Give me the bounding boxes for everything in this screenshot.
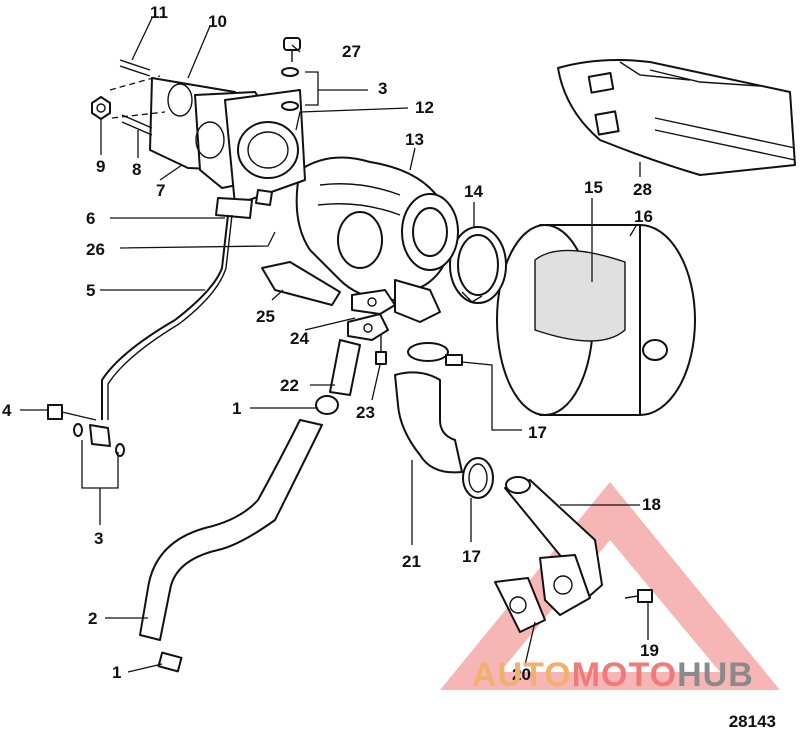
callout-8: 8 <box>132 160 141 179</box>
callout-22: 22 <box>280 376 299 395</box>
callout-labels: 11 10 27 3 12 13 14 15 16 28 9 8 7 6 26 … <box>2 3 661 684</box>
watermark-part-2: MOTO <box>571 656 678 694</box>
watermark-text: AUTOMOTOHUB <box>472 656 754 695</box>
callout-28: 28 <box>633 180 652 199</box>
clamp-upper <box>407 342 463 366</box>
callout-1-upper: 1 <box>232 399 241 418</box>
callout-25: 25 <box>256 307 275 326</box>
exhaust-gaskets <box>494 554 591 633</box>
turbocharger <box>295 156 459 323</box>
callout-2: 2 <box>88 609 97 628</box>
watermark-part-3: HUB <box>677 656 754 694</box>
hose-fitting <box>329 339 361 396</box>
bolt-19 <box>624 589 653 603</box>
callout-1-lower: 1 <box>112 663 121 682</box>
manifold-adapter <box>149 77 306 206</box>
callout-17-upper: 17 <box>528 423 547 442</box>
banjo-bolt <box>281 37 301 111</box>
callout-23: 23 <box>356 403 375 422</box>
callout-15: 15 <box>584 178 603 197</box>
callout-16: 16 <box>634 207 653 226</box>
callout-9: 9 <box>96 157 105 176</box>
callout-21: 21 <box>402 552 421 571</box>
watermark-triangle <box>440 482 780 690</box>
callout-19: 19 <box>640 641 659 660</box>
callout-27: 27 <box>342 42 361 61</box>
oil-line <box>101 214 229 420</box>
callout-6: 6 <box>86 209 95 228</box>
leader-lines <box>20 17 649 673</box>
callout-7: 7 <box>156 181 165 200</box>
air-filter <box>496 224 696 416</box>
fitting-bracket <box>215 189 273 219</box>
callout-3-bottom: 3 <box>94 529 103 548</box>
callout-20: 20 <box>512 665 531 684</box>
callout-17-lower: 17 <box>462 547 481 566</box>
callout-24: 24 <box>290 329 309 348</box>
drain-hose <box>139 419 323 641</box>
turbo-gasket <box>261 261 341 306</box>
callout-10: 10 <box>208 12 227 31</box>
studs-and-nut <box>91 59 166 136</box>
filter-bag <box>557 59 796 176</box>
clamp-large <box>449 226 507 304</box>
callout-4: 4 <box>2 401 12 420</box>
callout-12: 12 <box>415 98 434 117</box>
oil-line-fitting <box>47 404 125 457</box>
callout-18: 18 <box>642 495 661 514</box>
flange-gasket <box>347 289 396 341</box>
clamp-lower <box>462 457 494 499</box>
callout-14: 14 <box>464 182 483 201</box>
callout-13: 13 <box>405 130 424 149</box>
figure-number: 28143 <box>728 712 776 731</box>
callout-26: 26 <box>86 240 105 259</box>
watermark-part-1: AUTO <box>472 656 572 694</box>
bolt-23 <box>375 335 387 365</box>
callout-5: 5 <box>86 281 95 300</box>
elbow-hose <box>394 371 463 474</box>
callout-3-top: 3 <box>378 79 387 98</box>
callout-11: 11 <box>150 3 168 22</box>
